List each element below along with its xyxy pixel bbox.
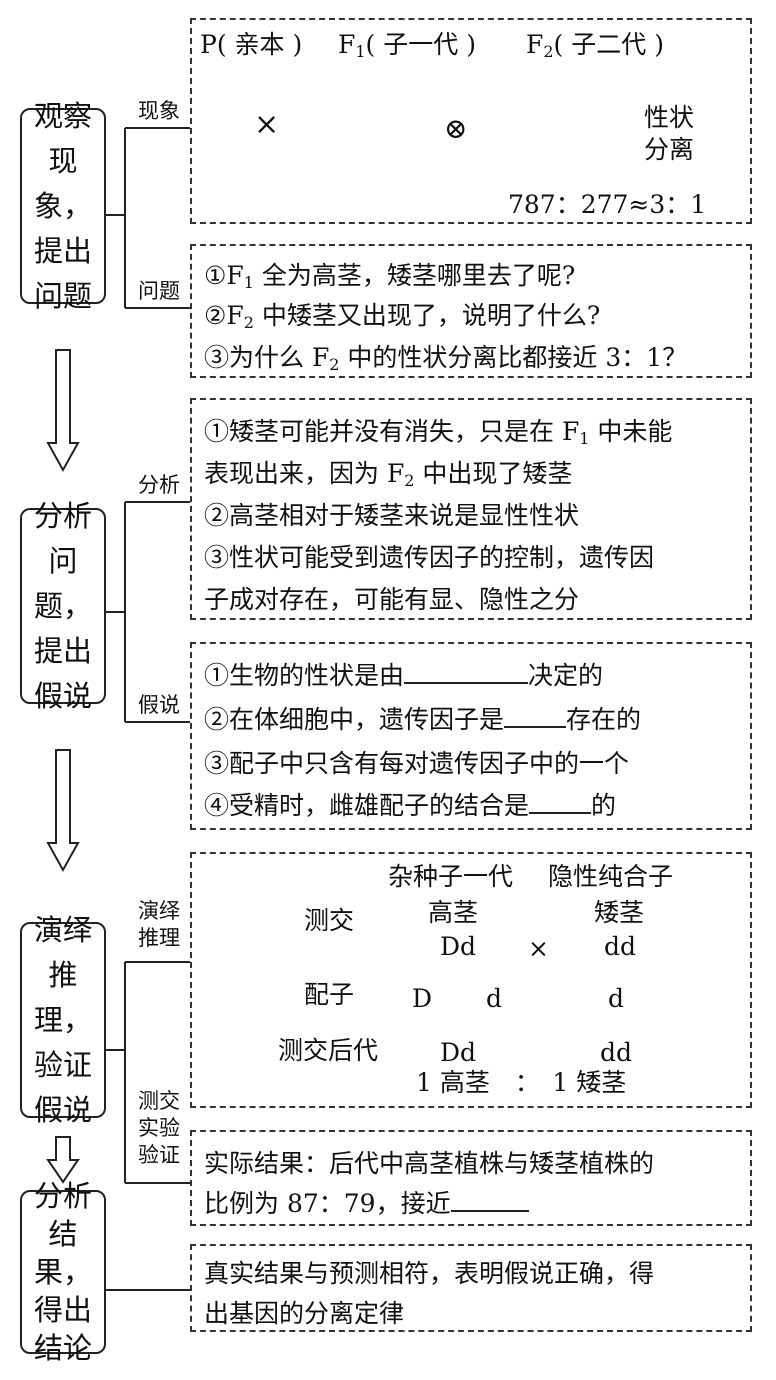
branch-analysis: 分析: [138, 473, 180, 497]
tc-short-label: 矮茎: [594, 898, 645, 927]
question-1-post: 全为高茎，矮茎哪里去了呢?: [253, 261, 576, 290]
question-3: ③为什么 F2 中的性状分离比都接近 3：1？: [204, 338, 687, 374]
question-2-post: 中矮茎又出现了，说明了什么?: [253, 301, 601, 330]
stage-conclude-text: 分析结果，得出结论: [34, 1179, 93, 1365]
bracket-analyze: [106, 501, 190, 723]
tc-gamete-d1: d: [486, 984, 503, 1013]
tc-hybrid-label: 杂种子一代: [388, 862, 514, 891]
analysis-line-2-sub: 2: [404, 471, 415, 490]
tc-recessive-label: 隐性纯合子: [548, 862, 674, 891]
hypothesis-4-post: 的: [591, 791, 617, 820]
tc-row-cross: 测交: [304, 906, 355, 935]
stage-conclude: 分析结果，得出结论: [20, 1179, 106, 1365]
question-3-post: 中的性状分离比都接近 3：1？: [339, 343, 688, 372]
f1-label: F1( 子一代 ): [338, 30, 476, 67]
actual-line-2-pre: 比例为 87：79，接近: [204, 1189, 451, 1218]
actual-line-2: 比例为 87：79，接近: [204, 1184, 529, 1220]
question-1-pre: ①F: [204, 261, 244, 290]
conclusion-line-2: 出基因的分离定律: [204, 1299, 405, 1328]
hypothesis-4: ④受精时，雌雄配子的结合是 的: [204, 786, 616, 822]
branch-testcross-verify: 测交实验验证: [138, 1089, 180, 1167]
stage-analyze-text: 分析问题，提出假说: [34, 498, 93, 713]
stage-observe: 观察现象，提出问题: [20, 99, 106, 313]
conclusion-line-1: 真实结果与预测相符，表明假说正确，得: [204, 1259, 655, 1288]
hypothesis-2-pre: ②在体细胞中，遗传因子是: [204, 705, 505, 734]
tc-offspring-dd: dd: [600, 1038, 633, 1067]
question-box: ①F1 全为高茎，矮茎哪里去了呢? ②F2 中矮茎又出现了，说明了什么? ③为什…: [190, 244, 752, 378]
question-1-sub: 1: [243, 273, 254, 292]
p-label: P( 亲本 ): [200, 30, 303, 59]
analysis-box: ①矮茎可能并没有消失，只是在 F1 中未能 表现出来，因为 F2 中出现了矮茎 …: [190, 398, 752, 620]
f2-sub: 2: [543, 42, 554, 61]
separation-label: 性状分离: [644, 103, 695, 164]
testcross-box: [190, 852, 752, 1108]
hypothesis-1: ①生物的性状是由 决定的: [204, 656, 603, 692]
hypothesis-2-blank[interactable]: [504, 704, 567, 728]
actual-line-1: 实际结果：后代中高茎植株与矮茎植株的: [204, 1149, 655, 1178]
branch-question: 问题: [138, 279, 180, 303]
analysis-line-3: ②高茎相对于矮茎来说是显性性状: [204, 501, 580, 530]
tc-row-gamete: 配子: [304, 980, 355, 1009]
tc-gamete-D: D: [412, 984, 433, 1013]
self-symbol: ⊗: [444, 112, 468, 145]
f2-label: F2( 子二代 ): [526, 30, 664, 67]
hypothesis-4-pre: ④受精时，雌雄配子的结合是: [204, 791, 530, 820]
hypothesis-2-post: 存在的: [566, 705, 642, 734]
tc-offspring-Dd: Dd: [440, 1038, 477, 1067]
analysis-line-2: 表现出来，因为 F2 中出现了矮茎: [204, 454, 572, 490]
analysis-line-1-pre: ①矮茎可能并没有消失，只是在 F: [204, 417, 580, 446]
stage-observe-text: 观察现象，提出问题: [34, 98, 93, 313]
question-2: ②F2 中矮茎又出现了，说明了什么?: [204, 296, 600, 332]
question-3-sub: 2: [329, 355, 340, 374]
analysis-line-1: ①矮茎可能并没有消失，只是在 F1 中未能: [204, 412, 672, 448]
hypothesis-box: ①生物的性状是由 决定的 ②在体细胞中，遗传因子是 存在的 ③配子中只含有每对遗传因…: [190, 642, 752, 830]
f1-letter: F: [338, 30, 356, 59]
hypothesis-3: ③配子中只含有每对遗传因子中的一个: [204, 749, 630, 778]
branch-hypothesis: 假说: [138, 693, 180, 717]
f2-letter: F: [526, 30, 544, 59]
tc-tall-label: 高茎: [428, 898, 479, 927]
analysis-line-1-sub: 1: [579, 429, 590, 448]
hypothesis-1-blank[interactable]: [404, 660, 529, 684]
tc-row-offspring: 测交后代: [278, 1036, 379, 1065]
branch-phenomenon: 现象: [138, 99, 180, 123]
analysis-line-5: 子成对存在，可能有显、隐性之分: [204, 585, 580, 614]
flow-arrow-3: [46, 1136, 80, 1184]
hypothesis-1-post: 决定的: [528, 661, 604, 690]
hypothesis-4-blank[interactable]: [529, 790, 592, 814]
tc-genotype-dd-small: dd: [604, 932, 637, 961]
question-3-pre: ③为什么 F: [204, 343, 330, 372]
analysis-line-1-post: 中未能: [589, 417, 673, 446]
tc-result: 1 高茎 ： 1 矮茎: [416, 1068, 627, 1097]
bracket-deduce: [106, 961, 190, 1184]
bracket-observe: [106, 127, 190, 309]
actual-blank[interactable]: [450, 1188, 529, 1212]
stage-analyze: 分析问题，提出假说: [20, 499, 106, 713]
flow-arrow-2: [46, 749, 80, 873]
question-2-pre: ②F: [204, 301, 244, 330]
tc-cross-symbol: ×: [528, 934, 549, 963]
cross-symbol: ×: [254, 107, 280, 142]
question-2-sub: 2: [243, 313, 254, 332]
ratio-text: 787：277≈3：1: [508, 190, 707, 219]
stage-deduce: 演绎推理，验证假说: [20, 913, 106, 1127]
analysis-line-2-post: 中出现了矮茎: [414, 459, 573, 488]
branch-deduction: 演绎推理: [138, 899, 180, 950]
question-1: ①F1 全为高茎，矮茎哪里去了呢?: [204, 256, 575, 292]
analysis-line-4: ③性状可能受到遗传因子的控制，遗传因: [204, 543, 655, 572]
tc-gamete-d2: d: [608, 984, 625, 1013]
actual-box: 实际结果：后代中高茎植株与矮茎植株的 比例为 87：79，接近: [190, 1130, 752, 1226]
f1-sub: 1: [355, 42, 366, 61]
conclusion-box: 真实结果与预测相符，表明假说正确，得 出基因的分离定律: [190, 1244, 752, 1332]
phenomenon-box: [190, 18, 752, 224]
flow-arrow-1: [46, 349, 80, 473]
stage-deduce-text: 演绎推理，验证假说: [34, 912, 93, 1127]
tc-genotype-dd-big: Dd: [440, 932, 477, 961]
hypothesis-2: ②在体细胞中，遗传因子是 存在的: [204, 700, 641, 736]
f1-rest: ( 子一代 ): [365, 30, 476, 59]
hypothesis-1-pre: ①生物的性状是由: [204, 661, 405, 690]
f2-rest: ( 子二代 ): [553, 30, 664, 59]
analysis-line-2-pre: 表现出来，因为 F: [204, 459, 405, 488]
